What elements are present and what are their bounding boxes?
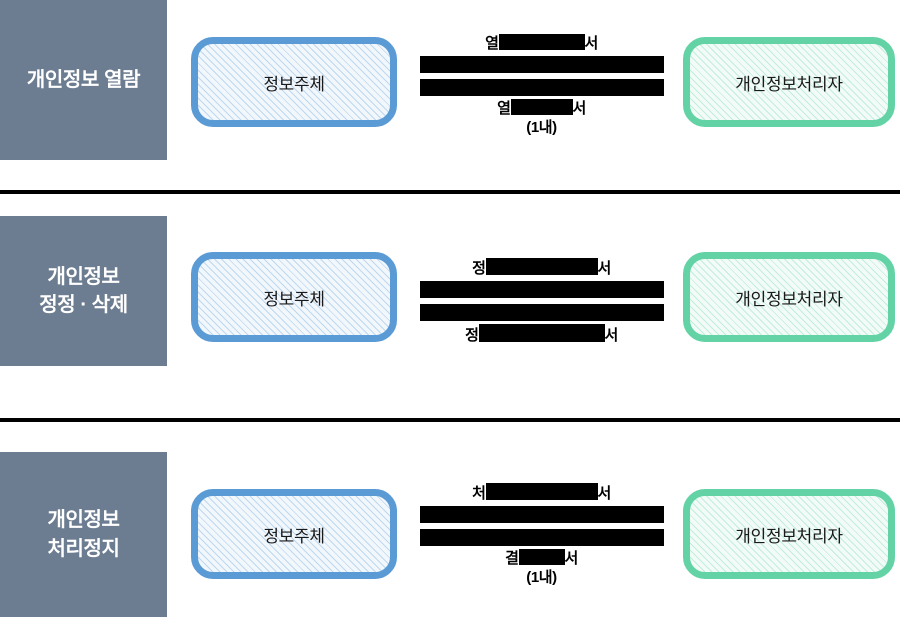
flow-label-top-prefix-row-3: 처 [472, 485, 486, 502]
flow-note-suffix-row-1: 내) [538, 118, 557, 136]
redaction-block-top-row-1 [498, 34, 585, 50]
entity-label-controller-row-1: 개인정보처리자 [735, 74, 843, 94]
category-panel-row-2: 개인정보 정정 · 삭제 [0, 216, 167, 366]
entity-box-controller-row-2: 개인정보처리자 [683, 252, 895, 342]
category-panel-row-1: 개인정보 열람 [0, 0, 167, 160]
flow-note-suffix-row-3: 내) [538, 568, 557, 586]
flow-label-bottom-suffix-row-2: 서 [604, 327, 619, 345]
entity-box-data-subject-row-3: 정보주체 [191, 489, 397, 579]
flow-label-bottom-prefix-row-3: 결 [505, 550, 519, 568]
entity-box-controller-row-3: 개인정보처리자 [683, 489, 895, 579]
flow-label-bottom-suffix-row-3: 서 [564, 550, 579, 568]
entity-label-data-subject-row-2: 정보주체 [263, 289, 325, 309]
redaction-block-bottom-row-2 [478, 324, 605, 343]
arrow-request-forward-row-1 [419, 56, 664, 74]
flow-note-row-1: (1내) [400, 119, 683, 137]
redaction-block-bottom-row-3 [518, 549, 565, 566]
diagram-row-personal-info-processing-suspension: 개인정보 처리정지 정보주체 개인정보처리자 [0, 422, 900, 617]
diagram-row-personal-info-correction-deletion: 개인정보 정정 · 삭제 정보주체 개인정보처리자 [0, 194, 900, 421]
flow-note-prefix-row-1: (1 [526, 118, 539, 136]
flow-label-bottom-prefix-row-2: 정 [465, 327, 479, 345]
arrow-request-forward-row-2 [419, 281, 664, 299]
flow-label-top-suffix-row-3: 서 [597, 485, 612, 502]
arrow-response-backward-row-1 [419, 79, 664, 97]
row-divider-2 [0, 418, 900, 422]
entity-label-data-subject-row-1: 정보주체 [263, 74, 325, 94]
row-divider-1 [0, 190, 900, 194]
redaction-block-bottom-row-1 [510, 99, 573, 116]
flow-label-bottom-prefix-row-1: 열 [497, 100, 511, 118]
redaction-block-top-row-3 [485, 483, 598, 500]
redaction-block-top-row-2 [485, 258, 598, 275]
flow-label-top-prefix-row-2: 정 [472, 260, 486, 277]
flow-note-row-3: (1내) [400, 569, 683, 587]
category-label-row-3: 개인정보 처리정지 [47, 509, 120, 560]
entity-label-controller-row-3: 개인정보처리자 [735, 526, 843, 546]
arrow-response-backward-row-2 [419, 304, 664, 322]
flow-label-top-prefix-row-1: 열 [485, 35, 499, 52]
arrow-response-backward-row-3 [419, 529, 664, 547]
flow-label-top-suffix-row-2: 서 [597, 260, 612, 277]
entity-box-controller-row-1: 개인정보처리자 [683, 37, 895, 127]
category-label-row-1: 개인정보 열람 [26, 68, 141, 91]
flow-note-prefix-row-3: (1 [526, 568, 539, 586]
entity-label-data-subject-row-3: 정보주체 [263, 526, 325, 546]
flow-label-top-suffix-row-1: 서 [584, 35, 599, 52]
category-panel-row-3: 개인정보 처리정지 [0, 452, 167, 617]
entity-label-controller-row-2: 개인정보처리자 [735, 289, 843, 309]
category-label-row-2: 개인정보 정정 · 삭제 [39, 265, 128, 316]
entity-box-data-subject-row-1: 정보주체 [191, 37, 397, 127]
entity-box-data-subject-row-2: 정보주체 [191, 252, 397, 342]
flow-label-bottom-suffix-row-1: 서 [572, 100, 587, 118]
arrow-request-forward-row-3 [419, 506, 664, 524]
